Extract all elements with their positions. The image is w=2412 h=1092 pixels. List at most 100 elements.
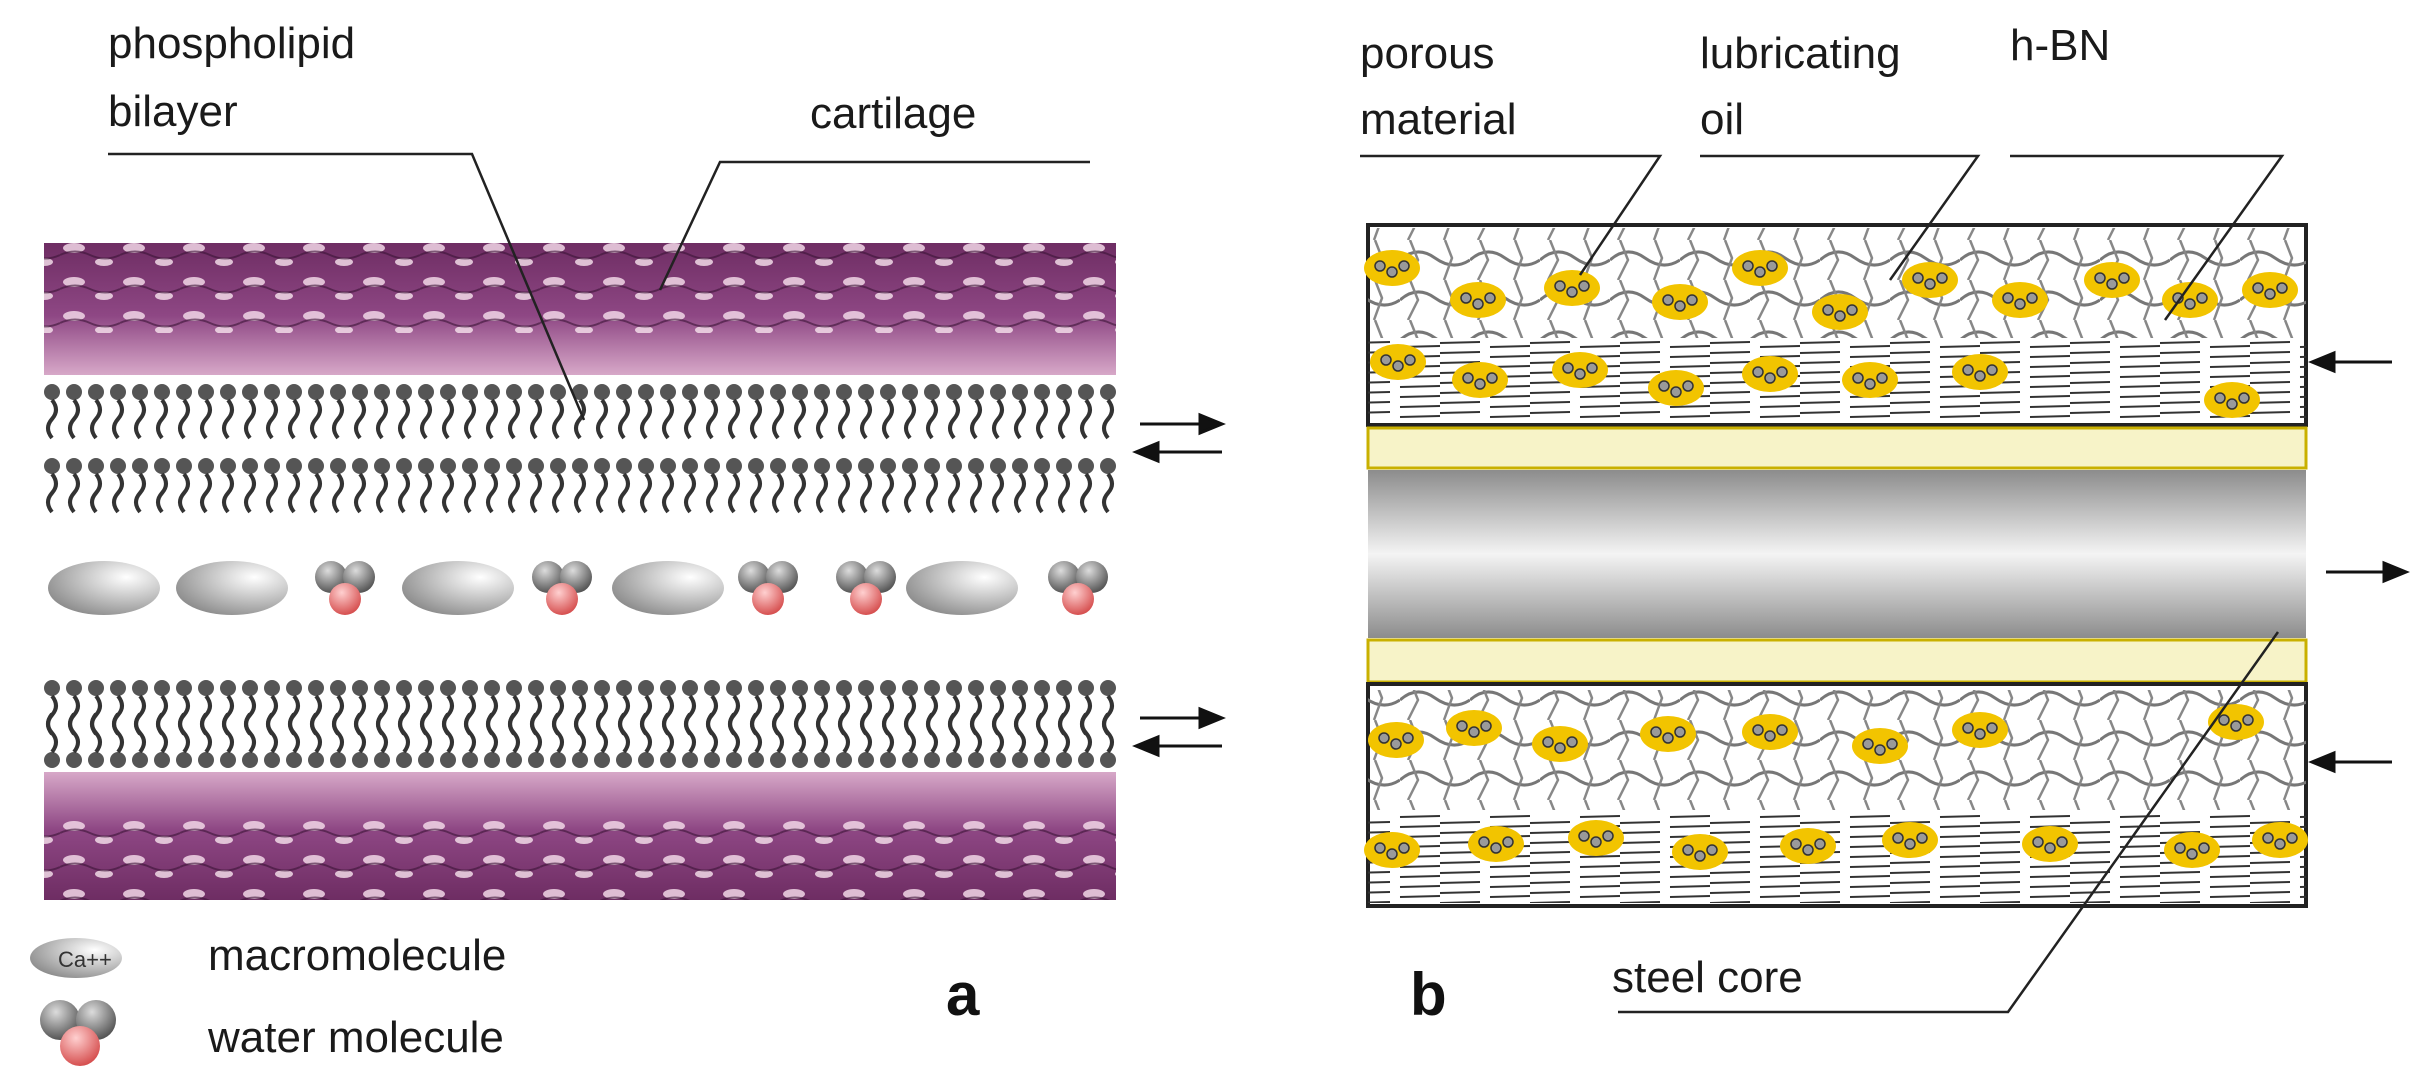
hbn-particle (2184, 298, 2196, 310)
lipid-head (176, 752, 192, 768)
lipid-head (110, 384, 126, 400)
lipid-head (330, 752, 346, 768)
hbn-particle (2226, 398, 2238, 410)
macromolecule (176, 561, 288, 615)
lipid-head (990, 458, 1006, 474)
lipid-head (682, 458, 698, 474)
hbn-particle (2198, 842, 2210, 854)
steel-core (1368, 470, 2306, 638)
lipid-head (682, 752, 698, 768)
lipid-tail (662, 472, 674, 514)
lipid-head (572, 384, 588, 400)
lipid-head (990, 384, 1006, 400)
hbn-particle (1752, 366, 1764, 378)
lipid-head (198, 458, 214, 474)
lipid-head (176, 458, 192, 474)
hbn-particle (1456, 720, 1468, 732)
hbn-particle (1864, 378, 1876, 390)
lipid-head (44, 458, 60, 474)
water-legend-icon (40, 1000, 116, 1066)
lipid-head (902, 384, 918, 400)
lipid-head (880, 680, 896, 696)
hbn-particle (1862, 738, 1874, 750)
hbn-particle (1566, 736, 1578, 748)
lipid-head (726, 458, 742, 474)
hbn-particle (1754, 266, 1766, 278)
hbn-particle (1398, 842, 1410, 854)
lipid-tail (948, 472, 960, 514)
lipid-tail (486, 398, 498, 440)
lipid-head (682, 384, 698, 400)
lipid-tail (772, 398, 784, 440)
lipid-head (726, 384, 742, 400)
lipid-head (418, 752, 434, 768)
lipid-tail (662, 398, 674, 440)
hbn-particle (2174, 842, 2186, 854)
lipid-head (242, 384, 258, 400)
hbn-particle (1386, 266, 1398, 278)
lipid-head (132, 680, 148, 696)
hbn-particle (1686, 294, 1698, 306)
lipid-head (506, 384, 522, 400)
lipid-tail (178, 712, 190, 754)
lipid-tail (816, 398, 828, 440)
lipid-head (66, 384, 82, 400)
lipid-head (132, 384, 148, 400)
lipid-head (660, 680, 676, 696)
lipid-head (660, 752, 676, 768)
hbn-particle (1460, 292, 1472, 304)
hbn-particle (1912, 272, 1924, 284)
lipid-head (308, 458, 324, 474)
lipid-tail (46, 712, 58, 754)
lipid-tail (706, 398, 718, 440)
hbn-particle (1674, 300, 1686, 312)
lipid-head (792, 680, 808, 696)
lipid-head (418, 384, 434, 400)
lipid-head (880, 752, 896, 768)
lipid-head (484, 384, 500, 400)
lipid-head (990, 752, 1006, 768)
lipid-tail (618, 472, 630, 514)
lipid-head (572, 752, 588, 768)
lipid-tail (156, 472, 168, 514)
lipid-head (924, 458, 940, 474)
lipid-head (374, 752, 390, 768)
lipid-head (726, 752, 742, 768)
lipid-head (572, 458, 588, 474)
hbn-particle (1378, 732, 1390, 744)
lipid-head (1078, 384, 1094, 400)
lipid-head (220, 458, 236, 474)
lipid-tail (354, 398, 366, 440)
lipid-head (352, 680, 368, 696)
hbn-particle (1662, 732, 1674, 744)
steel-core-label: steel core (1612, 953, 1803, 1002)
lipid-tail (420, 472, 432, 514)
lubricant-layer (48, 561, 1108, 615)
lipid-head (308, 680, 324, 696)
macromolecule-legend-label: macromolecule (208, 931, 507, 980)
lipid-tail (750, 398, 762, 440)
lipid-head (528, 384, 544, 400)
hbn-particle (2238, 392, 2250, 404)
lipid-tail (728, 398, 740, 440)
hbn-particle (1578, 280, 1590, 292)
macromolecule (402, 561, 514, 615)
hbn-particle (1904, 838, 1916, 850)
lipid-tail (992, 398, 1004, 440)
hbn-film-bottom (1366, 638, 2308, 684)
lipid-tail (596, 398, 608, 440)
bilayer-label: bilayer (108, 87, 238, 136)
lipid-tail (970, 472, 982, 514)
lipid-head (1056, 384, 1072, 400)
lipid-head (352, 384, 368, 400)
lipid-head (484, 752, 500, 768)
lipid-head (154, 752, 170, 768)
lipid-head (594, 384, 610, 400)
lipid-tail (992, 712, 1004, 754)
hbn-particle (2002, 292, 2014, 304)
lipid-head (352, 752, 368, 768)
lipid-head (968, 384, 984, 400)
hbn-particle (2262, 832, 2274, 844)
hbn-particle (1554, 742, 1566, 754)
lipid-tail (992, 472, 1004, 514)
